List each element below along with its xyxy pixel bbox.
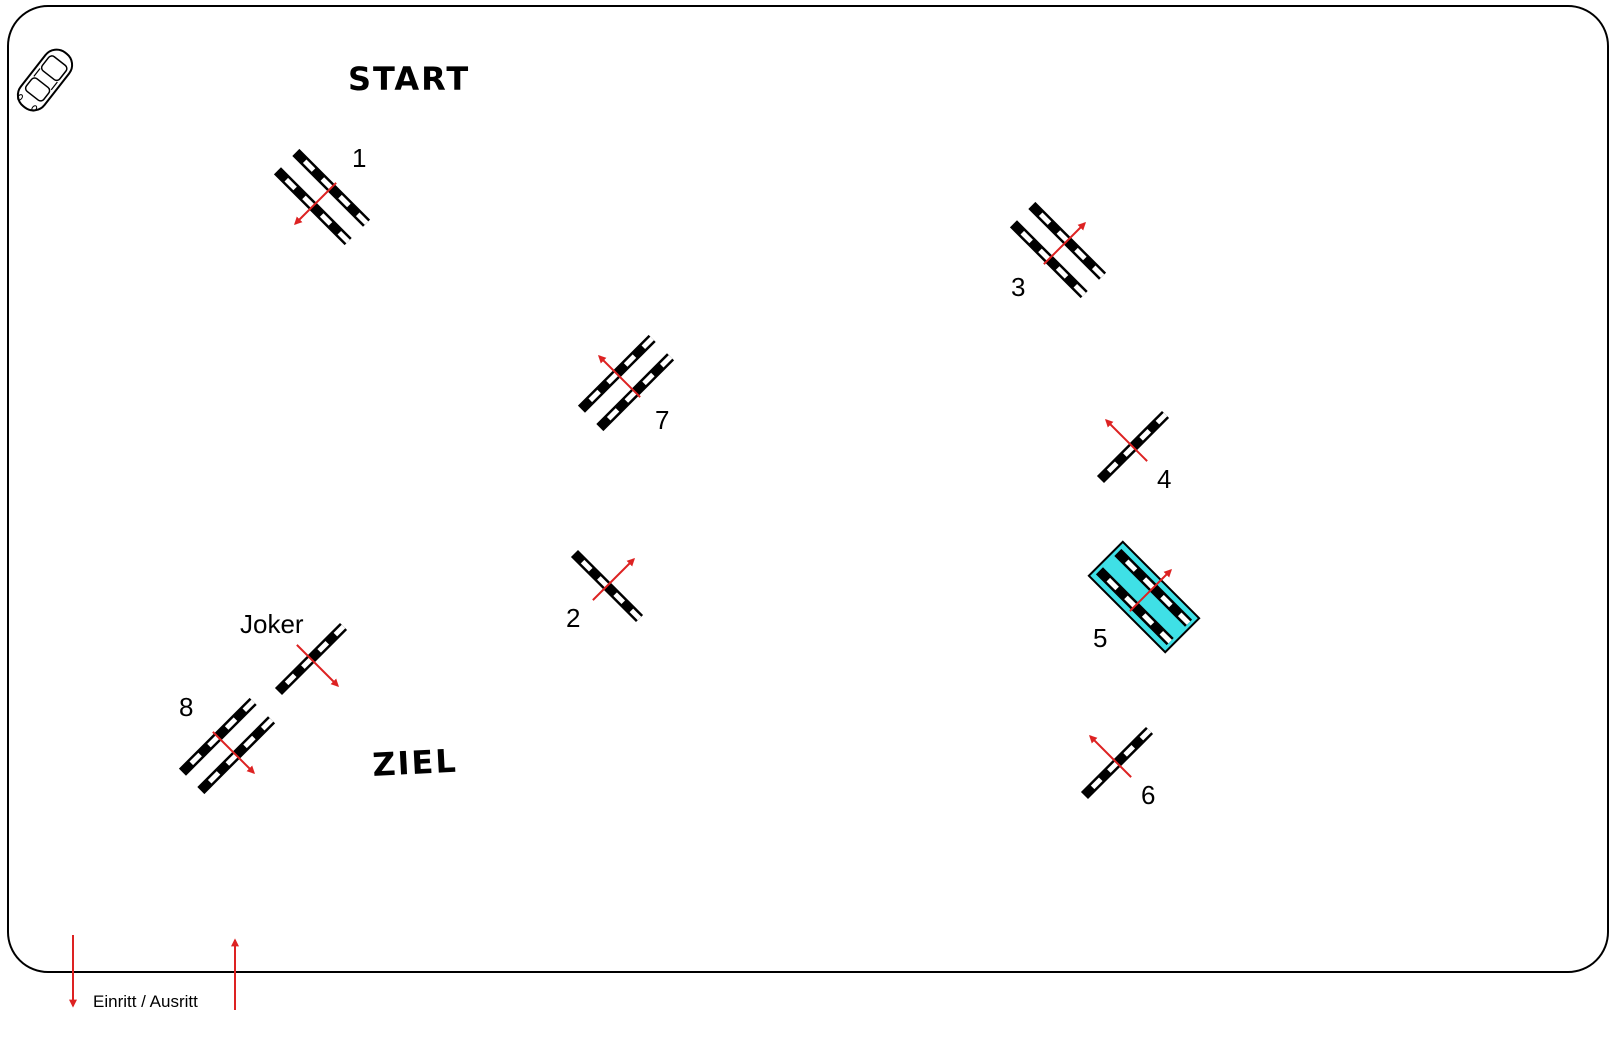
obstacle-label-5: 5 [1093, 623, 1107, 653]
obstacle-label-7: 7 [655, 405, 669, 435]
legend-label: Einritt / Ausritt [93, 992, 198, 1011]
obstacle-label-joker: Joker [240, 609, 304, 639]
obstacle-label-2: 2 [566, 603, 580, 633]
obstacle-label-8: 8 [179, 692, 193, 722]
finish-label: ZIEL [371, 742, 458, 784]
obstacle-label-4: 4 [1157, 464, 1171, 494]
obstacles-layer [179, 149, 1199, 799]
arena-border [8, 6, 1608, 972]
obstacle-label-6: 6 [1141, 780, 1155, 810]
start-label: START [348, 60, 470, 98]
obstacle-label-1: 1 [352, 143, 366, 173]
car-icon [12, 44, 78, 116]
obstacle-label-3: 3 [1011, 272, 1025, 302]
